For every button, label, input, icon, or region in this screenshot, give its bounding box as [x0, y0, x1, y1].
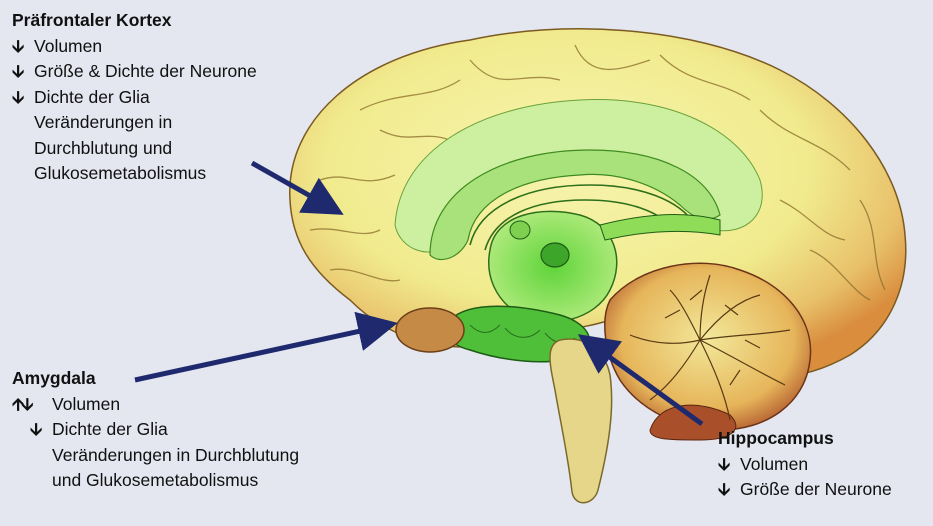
anterior-commissure	[510, 221, 530, 239]
amygdala-line1: Volumen	[52, 392, 120, 418]
prefrontal-line6: Glukosemetabolismus	[12, 161, 257, 187]
prefrontal-line5: Durchblutung und	[12, 136, 257, 162]
prefrontal-line2: Größe & Dichte der Neurone	[34, 59, 257, 85]
hippocampus-label: Hippocampus 🡫Volumen 🡫Größe der Neurone	[718, 426, 892, 503]
prefrontal-label: Präfrontaler Kortex 🡫Volumen 🡫Größe & Di…	[12, 8, 257, 187]
updown-arrow-icon: 🡩🡫	[12, 392, 52, 418]
prefrontal-line3: Dichte der Glia	[34, 85, 150, 111]
amygdala-line4: und Glukosemetabolismus	[12, 468, 299, 494]
amygdala-structure	[396, 308, 464, 352]
down-arrow-icon: 🡫	[718, 477, 740, 503]
amygdala-line2: Dichte der Glia	[52, 417, 168, 443]
down-arrow-icon: 🡫	[30, 417, 52, 443]
amygdala-title: Amygdala	[12, 366, 299, 392]
brainstem	[550, 339, 612, 503]
hippocampus-line1: Volumen	[740, 452, 808, 478]
prefrontal-title: Präfrontaler Kortex	[12, 8, 257, 34]
prefrontal-line1: Volumen	[34, 34, 102, 60]
hippocampus-line2: Größe der Neurone	[740, 477, 892, 503]
prefrontal-line4: Veränderungen in	[12, 110, 257, 136]
amygdala-line3: Veränderungen in Durchblutung	[12, 443, 299, 469]
down-arrow-icon: 🡫	[12, 59, 34, 85]
down-arrow-icon: 🡫	[718, 452, 740, 478]
pineal-detail	[541, 243, 569, 267]
down-arrow-icon: 🡫	[12, 85, 34, 111]
down-arrow-icon: 🡫	[12, 34, 34, 60]
hippocampus-title: Hippocampus	[718, 426, 892, 452]
amygdala-label: Amygdala 🡩🡫Volumen 🡫Dichte der Glia Verä…	[12, 366, 299, 494]
